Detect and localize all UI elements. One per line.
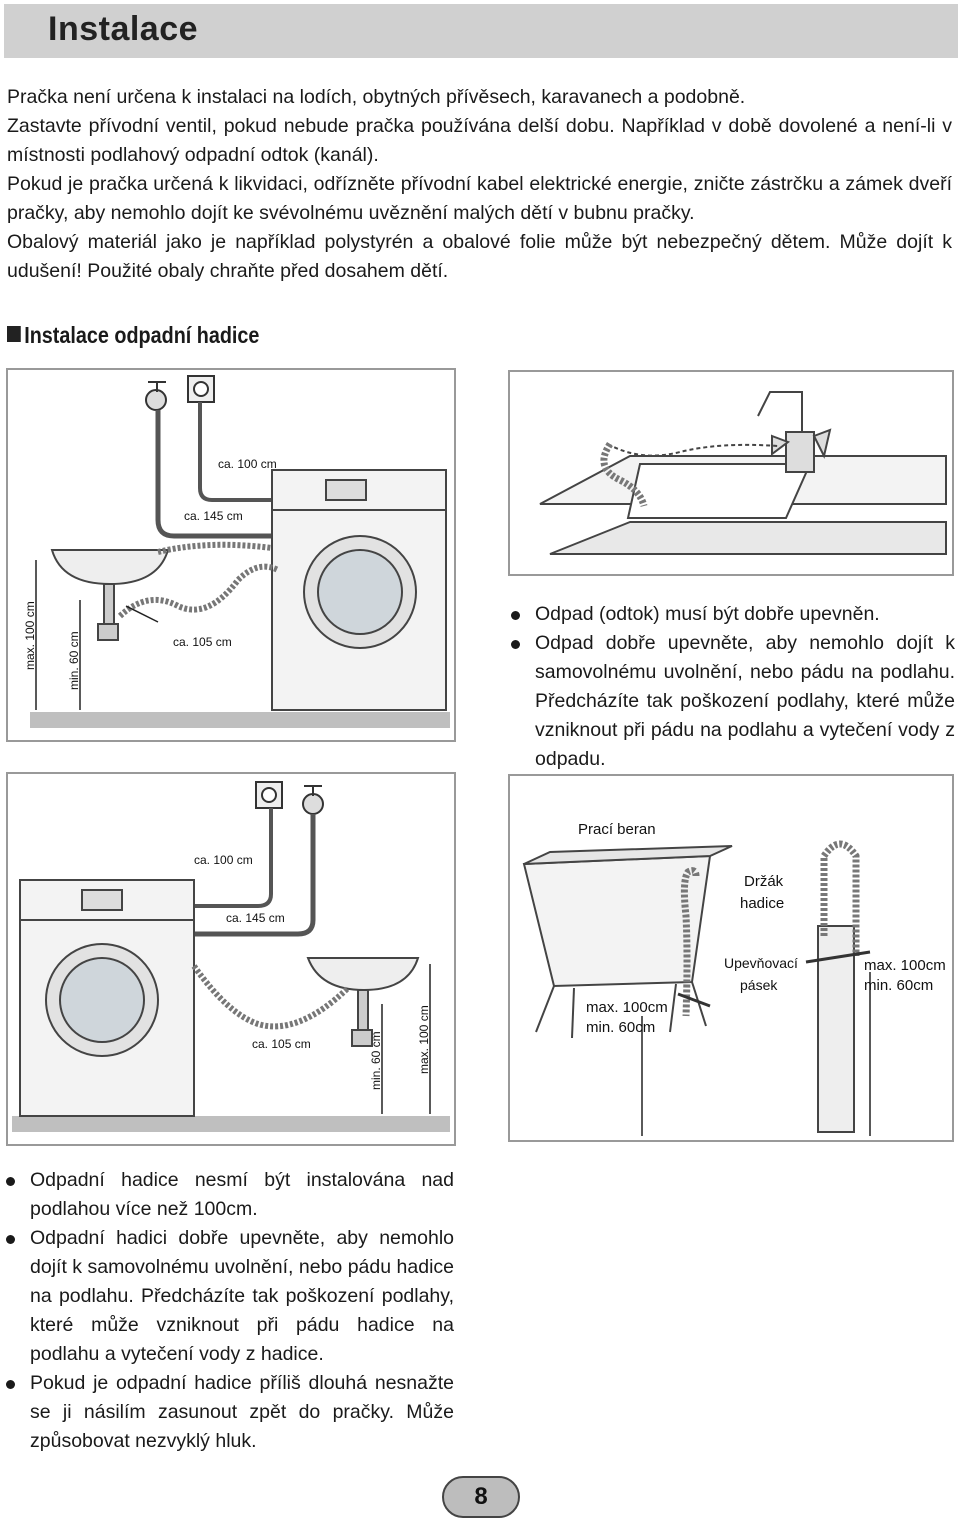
washing-machine	[271, 469, 447, 711]
label-pasek-1: Upevňovací	[724, 955, 798, 971]
intro-paragraph: Pokud je pračka určená k likvidaci, odří…	[7, 173, 952, 224]
list-item: Odpad (odtok) musí být dobře upevněn.	[507, 600, 955, 629]
label-pasek-2: pásek	[740, 977, 778, 993]
figure-washer-sink-2: ca. 100 cm ca. 145 cm ca. 105 cm min. 60…	[6, 772, 456, 1146]
intro-paragraph: Obalový materiál jako je například polys…	[7, 231, 952, 282]
page-title: Instalace	[48, 10, 199, 48]
list-item: Odpad dobře upevněte, aby nemohlo dojít …	[507, 629, 955, 774]
power-socket-icon	[255, 781, 283, 809]
bullet-list-bottom: Odpadní hadice nesmí být instalována nad…	[2, 1166, 454, 1456]
label-ca145: ca. 145 cm	[226, 911, 285, 925]
intro-paragraph: Pračka není určena k instalaci na lodích…	[7, 86, 746, 108]
washing-machine	[19, 879, 195, 1117]
water-tap-icon	[145, 381, 167, 411]
section-heading: Instalace odpadní hadice	[7, 322, 259, 349]
bullet-list-right: Odpad (odtok) musí být dobře upevněn. Od…	[507, 600, 955, 774]
washer-sink-illustration-2: ca. 100 cm ca. 145 cm ca. 105 cm min. 60…	[12, 781, 450, 1132]
figure-laundry-tub: Prací beran Držák hadice Upevňovací páse…	[508, 774, 954, 1142]
faucet-icon	[757, 391, 832, 473]
section-title: Instalace odpadní hadice	[24, 322, 260, 348]
list-item: Odpadní hadici dobře upevněte, aby nemoh…	[2, 1224, 454, 1369]
label-praci-beran: Prací beran	[578, 821, 656, 838]
laundry-tub-illustration: Prací beran Držák hadice Upevňovací páse…	[522, 821, 946, 1136]
label-ca100: ca. 100 cm	[218, 457, 277, 471]
sink	[50, 549, 170, 641]
kitchen-sink-illustration	[539, 391, 947, 555]
floor	[12, 1116, 450, 1132]
figure-washer-sink: ca. 100 cm ca. 145 cm ca. 105 cm max. 10…	[6, 368, 456, 742]
list-item: Pokud je odpadní hadice příliš dlouhá ne…	[2, 1369, 454, 1456]
sink	[306, 957, 420, 1047]
label-ca105: ca. 105 cm	[173, 635, 232, 649]
label-max100-right: max. 100cm	[864, 957, 946, 974]
label-max100: max. 100 cm	[417, 1005, 431, 1074]
water-tap-icon	[302, 785, 324, 815]
label-drzak-1: Držák	[744, 873, 784, 890]
page-number: 8	[442, 1476, 520, 1518]
label-min60: min. 60 cm	[67, 631, 81, 690]
label-ca100: ca. 100 cm	[194, 853, 253, 867]
power-socket-icon	[187, 375, 215, 403]
laundry-tub	[522, 845, 733, 1039]
label-min60-left: min. 60cm	[586, 1019, 655, 1036]
intro-paragraph: Zastavte přívodní ventil, pokud nebude p…	[7, 115, 952, 166]
floor	[30, 712, 450, 728]
label-min60: min. 60 cm	[369, 1031, 383, 1090]
label-ca145: ca. 145 cm	[184, 509, 243, 523]
label-drzak-2: hadice	[740, 895, 784, 912]
intro-text: Pračka není určena k instalaci na lodích…	[7, 83, 952, 286]
page-header: Instalace	[4, 4, 958, 58]
label-max100: max. 100 cm	[23, 601, 37, 670]
label-min60-right: min. 60cm	[864, 977, 933, 994]
square-bullet-icon	[7, 326, 21, 342]
figure-kitchen-sink	[508, 370, 954, 576]
washer-sink-illustration: ca. 100 cm ca. 145 cm ca. 105 cm max. 10…	[23, 375, 450, 728]
label-ca105: ca. 105 cm	[252, 1037, 311, 1051]
label-max100-left: max. 100cm	[586, 999, 668, 1016]
list-item: Odpadní hadice nesmí být instalována nad…	[2, 1166, 454, 1224]
